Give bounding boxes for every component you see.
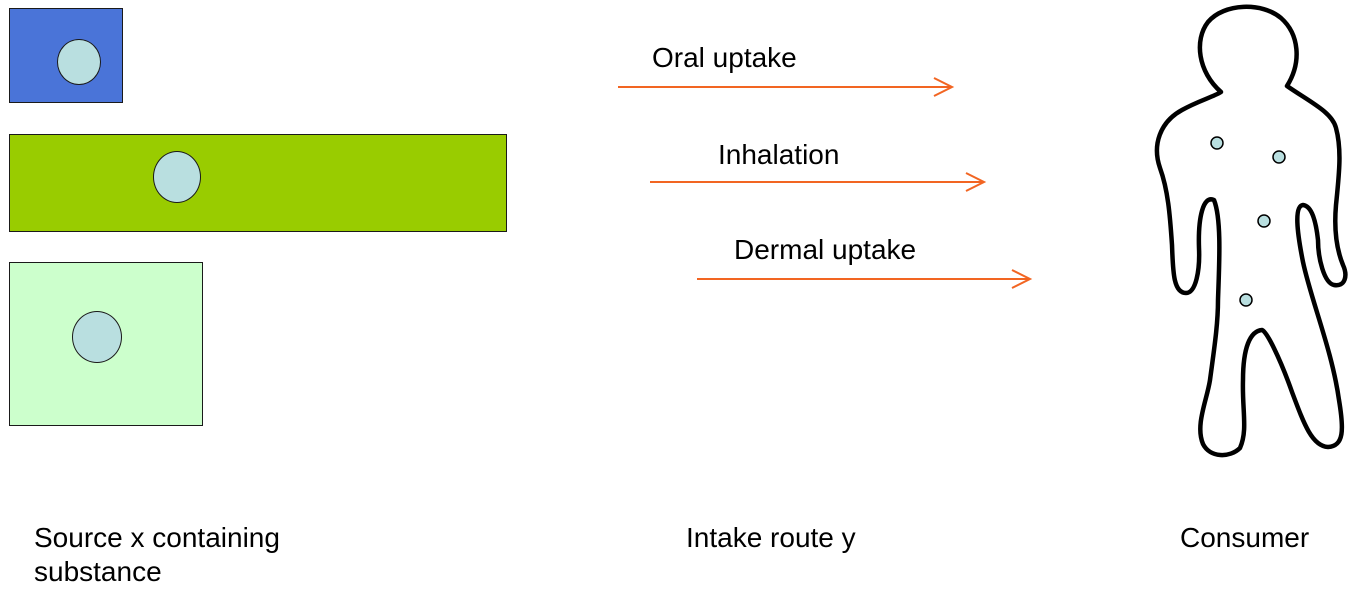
substance-particle-in-body	[1210, 136, 1224, 150]
substance-particle-in-body	[1257, 214, 1271, 228]
caption-consumer: Consumer	[1180, 522, 1310, 553]
substance-particle	[153, 151, 201, 203]
substance-particle	[72, 311, 122, 363]
arrow-oral	[618, 77, 955, 97]
substance-particle	[57, 39, 101, 85]
human-outline	[1154, 4, 1348, 458]
caption-source-line2: substance	[34, 556, 162, 587]
arrow-inhalation	[650, 172, 987, 192]
consumer-figure	[1154, 4, 1348, 458]
caption-source: Source x containing substance	[34, 521, 280, 589]
substance-particle-in-body	[1239, 293, 1253, 307]
caption-intake-route: Intake route y	[686, 522, 856, 553]
source-box-wide-green	[9, 134, 507, 232]
source-box-small-blue	[9, 8, 123, 103]
route-label-dermal: Dermal uptake	[734, 234, 917, 265]
caption-source-line1: Source x containing	[34, 522, 280, 553]
source-box-light-green	[9, 262, 203, 426]
arrow-dermal	[697, 269, 1033, 289]
route-label-inhalation: Inhalation	[718, 139, 840, 170]
route-label-oral: Oral uptake	[652, 42, 797, 73]
substance-particle-in-body	[1272, 150, 1286, 164]
